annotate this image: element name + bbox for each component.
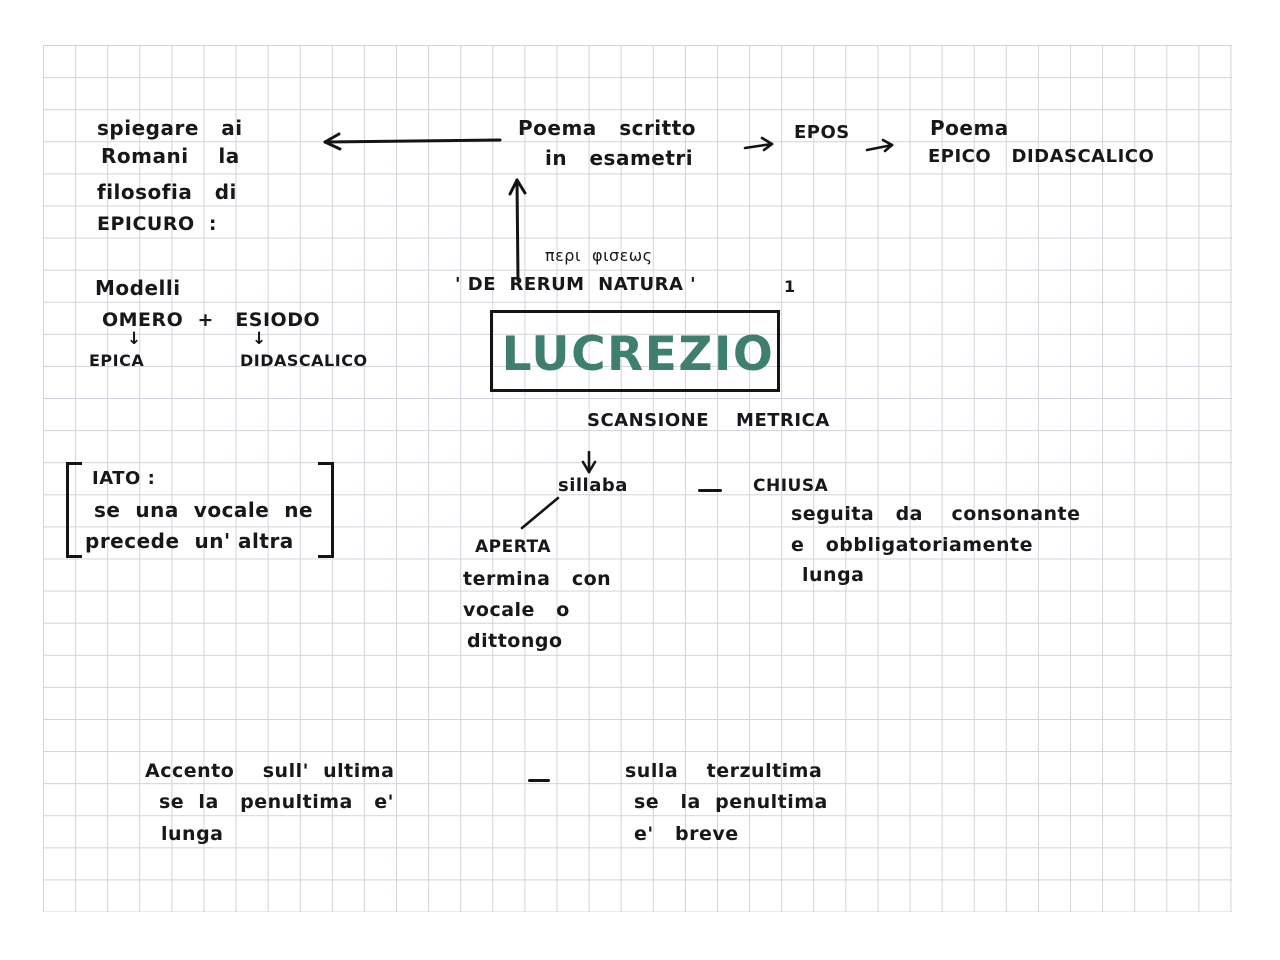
note-accento-left-line-2: se la penultima e': [159, 791, 394, 813]
note-iato-line-1: IATO :: [92, 468, 156, 489]
note-poema-line-2: in esametri: [545, 146, 694, 170]
note-accento-right-line-1: sulla terzultima: [625, 760, 823, 782]
note-modelli-didascalico: DIDASCALICO: [240, 351, 368, 370]
page-title: LUCREZIO: [501, 326, 775, 382]
bracket-right-iato: [318, 462, 334, 558]
title-box: LUCREZIO: [490, 310, 780, 392]
note-chiusa-line-2: e obbligatoriamente: [791, 534, 1033, 556]
note-modelli-heading: Modelli: [95, 276, 181, 300]
arrow-down-epica-icon: ↓: [127, 329, 142, 349]
note-chiusa-line-3: lunga: [802, 564, 865, 586]
note-poema-epico-line-2: EPICO DIDASCALICO: [928, 146, 1155, 167]
note-accento-left-line-1: Accento sull' ultima: [145, 760, 395, 782]
note-spiegare-line-1: spiegare ai: [97, 116, 243, 140]
note-spiegare-line-4: EPICURO :: [97, 213, 217, 235]
note-aperta-line-3: dittongo: [467, 630, 563, 652]
note-epos-label: EPOS: [794, 122, 850, 143]
note-spiegare-line-2: Romani la: [101, 144, 240, 168]
note-accento-left-line-3: lunga: [161, 823, 224, 845]
note-poema-epico-line-1: Poema: [930, 116, 1009, 140]
note-aperta-line-1: termina con: [463, 568, 612, 590]
bracket-left-iato: [66, 462, 82, 558]
grid-paper-background: [43, 45, 1232, 912]
note-accento-right-line-3: e' breve: [634, 823, 739, 845]
note-sillaba-label: sillaba: [558, 475, 628, 496]
arrow-down-didascalico-icon: ↓: [252, 329, 267, 349]
note-iato-line-3: precede un' altra: [85, 529, 294, 553]
note-scansione-metrica: SCANSIONE METRICA: [587, 410, 830, 431]
dash-sillaba-chiusa: [698, 489, 722, 492]
note-modelli-authors: OMERO + ESIODO: [102, 309, 321, 331]
dash-accento-separator: [528, 779, 550, 782]
note-modelli-epica: EPICA: [89, 351, 145, 370]
note-book-number: 1: [784, 277, 796, 296]
note-chiusa-line-1: seguita da consonante: [791, 503, 1081, 525]
note-latin-title: ' DE RERUM NATURA ': [455, 274, 697, 295]
note-spiegare-line-3: filosofia di: [97, 180, 237, 204]
note-chiusa-heading: CHIUSA: [753, 476, 829, 496]
note-greek-title: περι φισεως: [545, 246, 653, 265]
note-accento-right-line-2: se la penultima: [634, 791, 828, 813]
note-iato-line-2: se una vocale ne: [94, 498, 314, 522]
note-aperta-heading: APERTA: [475, 537, 551, 557]
note-aperta-line-2: vocale o: [463, 599, 570, 621]
note-poema-line-1: Poema scritto: [518, 116, 697, 140]
